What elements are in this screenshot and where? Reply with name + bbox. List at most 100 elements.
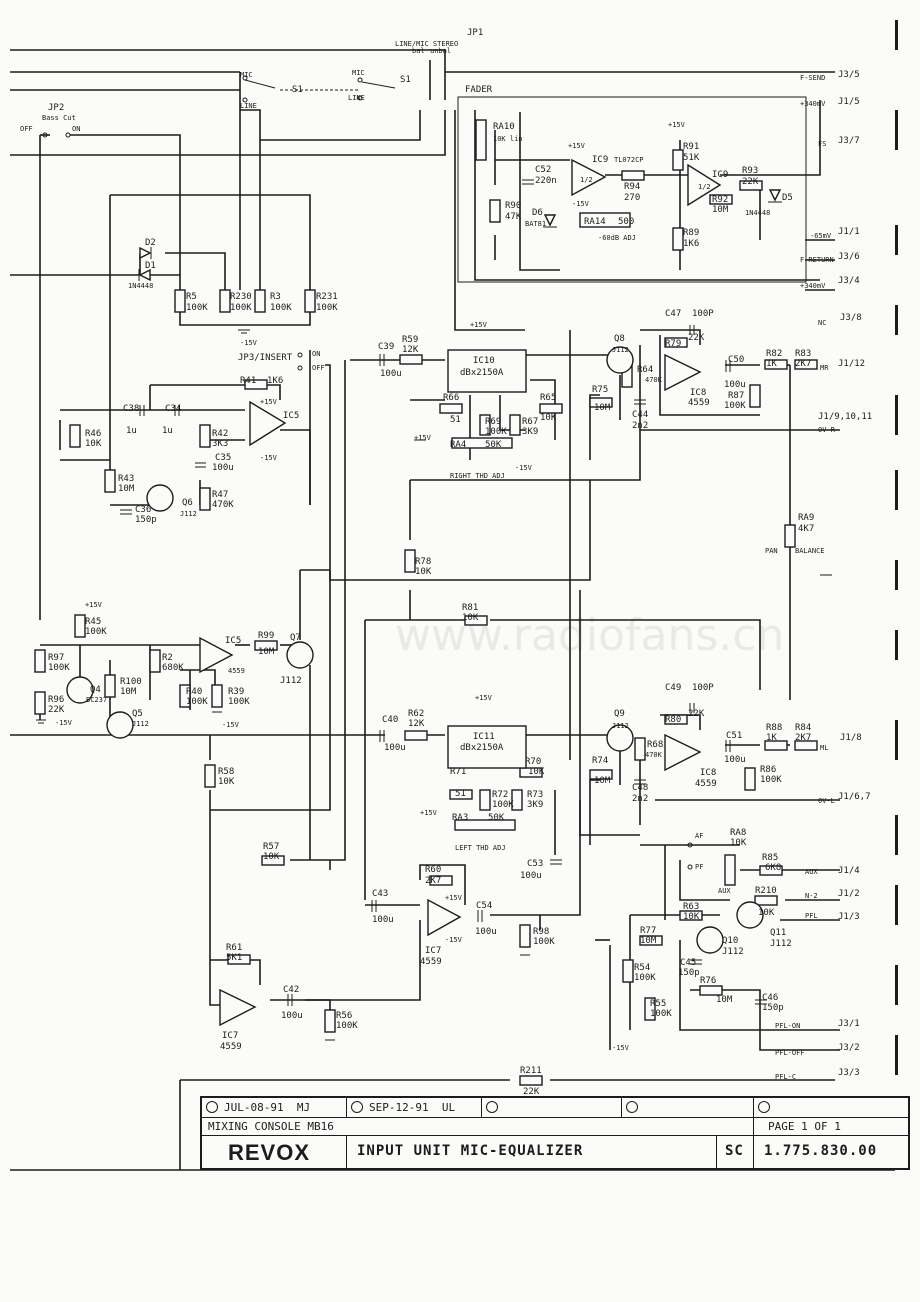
label-r88-value: 1K — [766, 733, 777, 743]
connector-j3-5: J3/5 — [838, 70, 860, 80]
label-r79: R79 — [665, 339, 681, 349]
revision-5 — [754, 1098, 908, 1118]
label-p15-ic5a: +15V — [260, 398, 278, 406]
label-p15-ic9b: +15V — [668, 121, 686, 129]
label-c50: C50 — [728, 355, 744, 365]
label-r99: R99 — [258, 631, 274, 641]
part-number: 1.775.830.00 — [764, 1143, 878, 1159]
connector-labels: F-SEND J3/5 +340mV J1/5 FS J3/7 -65mV J1… — [775, 70, 872, 1081]
label-ic5b: IC5 — [225, 636, 241, 646]
connector-f-return-signal: F-RETURN — [800, 256, 834, 264]
label-r93-value: 22K — [742, 177, 759, 187]
label-r64-value: 470K — [645, 376, 663, 384]
watermark: www.radiofans.cn — [395, 610, 784, 661]
label-half2: 1/2 — [698, 183, 711, 191]
label-r92-value: 10M — [712, 205, 729, 215]
label-r230-value: 100K — [230, 303, 252, 313]
label-c44: C44 — [632, 410, 648, 420]
label-r81-value: 10K — [462, 613, 479, 623]
label-ra3: RA3 — [452, 813, 468, 823]
label-q6: Q6 — [182, 498, 193, 508]
label-r58-value: 10K — [218, 777, 235, 787]
label-r77: R77 — [640, 926, 656, 936]
connector-pfl-on-signal: PFL-ON — [775, 1022, 800, 1030]
label-p15-ic10: +15V — [470, 321, 488, 329]
label-d5-value: 1N4448 — [745, 209, 770, 217]
label-r61: R61 — [226, 943, 242, 953]
label-m15-ic5a: -15V — [260, 454, 278, 462]
label-r69: R69 — [485, 417, 501, 427]
revision-1: JUL-08-91 MJ — [202, 1098, 347, 1118]
label-on3: ON — [312, 350, 320, 358]
label-d1-value: 1N4448 — [128, 282, 153, 290]
label-c36: C36 — [135, 505, 151, 515]
label-ic9b: IC9 — [712, 170, 728, 180]
label-c42: C42 — [283, 985, 299, 995]
label-off3: OFF — [312, 364, 325, 372]
label-s1b: S1 — [292, 85, 303, 95]
label-r89-value: 1K6 — [683, 239, 699, 249]
rev4-marker-icon — [626, 1101, 638, 1113]
label-q11-value: J112 — [770, 939, 792, 949]
label-r231-value: 100K — [316, 303, 338, 313]
label-q9: Q9 — [614, 709, 625, 719]
connector-j3-6: J3/6 — [838, 252, 860, 262]
label-r61-value: 5K1 — [226, 953, 242, 963]
label-q8-value: J112 — [612, 346, 629, 354]
label-r47: R47 — [212, 490, 228, 500]
label-ra10-value: 10K lin — [493, 135, 523, 143]
rev2-initials: UL — [441, 1101, 456, 1114]
label-r56: R56 — [336, 1011, 352, 1021]
label-r39: R39 — [228, 687, 244, 697]
label-c42-value: 100u — [281, 1011, 303, 1021]
label-ic11-value: dBx2150A — [460, 743, 504, 753]
label-r45-value: 100K — [85, 627, 107, 637]
label-r91-value: 51K — [683, 153, 700, 163]
label-r83-value: 2K7 — [795, 359, 811, 369]
label-c48: C48 — [632, 783, 648, 793]
label-p15-r45: +15V — [85, 601, 103, 609]
label-r62: R62 — [408, 709, 424, 719]
label-right-thd: RIGHT THD ADJ — [450, 472, 505, 480]
label-r87: R87 — [728, 391, 744, 401]
wiring — [10, 49, 895, 1171]
connector-0v-r-signal: 0V-R — [818, 426, 836, 434]
label-c39: C39 — [378, 342, 394, 352]
connector-j1-5: J1/5 — [838, 97, 860, 107]
label-r70: R70 — [525, 757, 541, 767]
label-r42-value: 3K3 — [212, 439, 228, 449]
label-q5-value: J112 — [132, 720, 149, 728]
label-on: ON — [72, 125, 80, 133]
label-m15-ra4: -15V — [515, 464, 533, 472]
label-r68: R68 — [647, 740, 663, 750]
connector-plus340-2-signal: +340mV — [800, 282, 826, 290]
label-r211-value: 22K — [523, 1087, 540, 1097]
label-r230: R230 — [230, 292, 252, 302]
connector-j1-6-7: J1/6,7 — [838, 792, 871, 802]
label-r210: R210 — [755, 886, 777, 896]
label-mic2: MIC — [352, 69, 365, 77]
connector-pfl-c-signal: PFL-C — [775, 1073, 796, 1081]
revision-3 — [482, 1098, 622, 1118]
label-m15-ic9a: -15V — [572, 200, 590, 208]
label-r54: R54 — [634, 963, 650, 973]
label-c54: C54 — [476, 901, 492, 911]
label-r47-value: 470K — [212, 500, 234, 510]
label-c38-value: 1u — [126, 426, 137, 436]
label-r43: R43 — [118, 474, 134, 484]
label-r78: R78 — [415, 557, 431, 567]
connector-j1-3: J1/3 — [838, 912, 860, 922]
label-r70-value: 10K — [528, 767, 545, 777]
label-r46: R46 — [85, 429, 101, 439]
label-d2: D2 — [145, 238, 156, 248]
label-p15-ra3: +15V — [420, 809, 438, 817]
schematic-labels: JP1 LINE/MIC STEREO bal unbal MIC MIC S1… — [20, 28, 825, 1097]
connector-j3-1: J3/1 — [838, 1019, 860, 1029]
label-p15-ic9a: +15V — [568, 142, 586, 150]
label-r75-value: 10M — [594, 403, 611, 413]
label-c45: C45 — [680, 958, 696, 968]
label-r46-value: 10K — [85, 439, 102, 449]
label-r63-value: 10K — [683, 912, 700, 922]
label-q9-value: J112 — [612, 722, 629, 730]
label-q4-value: BC237 — [86, 696, 107, 704]
